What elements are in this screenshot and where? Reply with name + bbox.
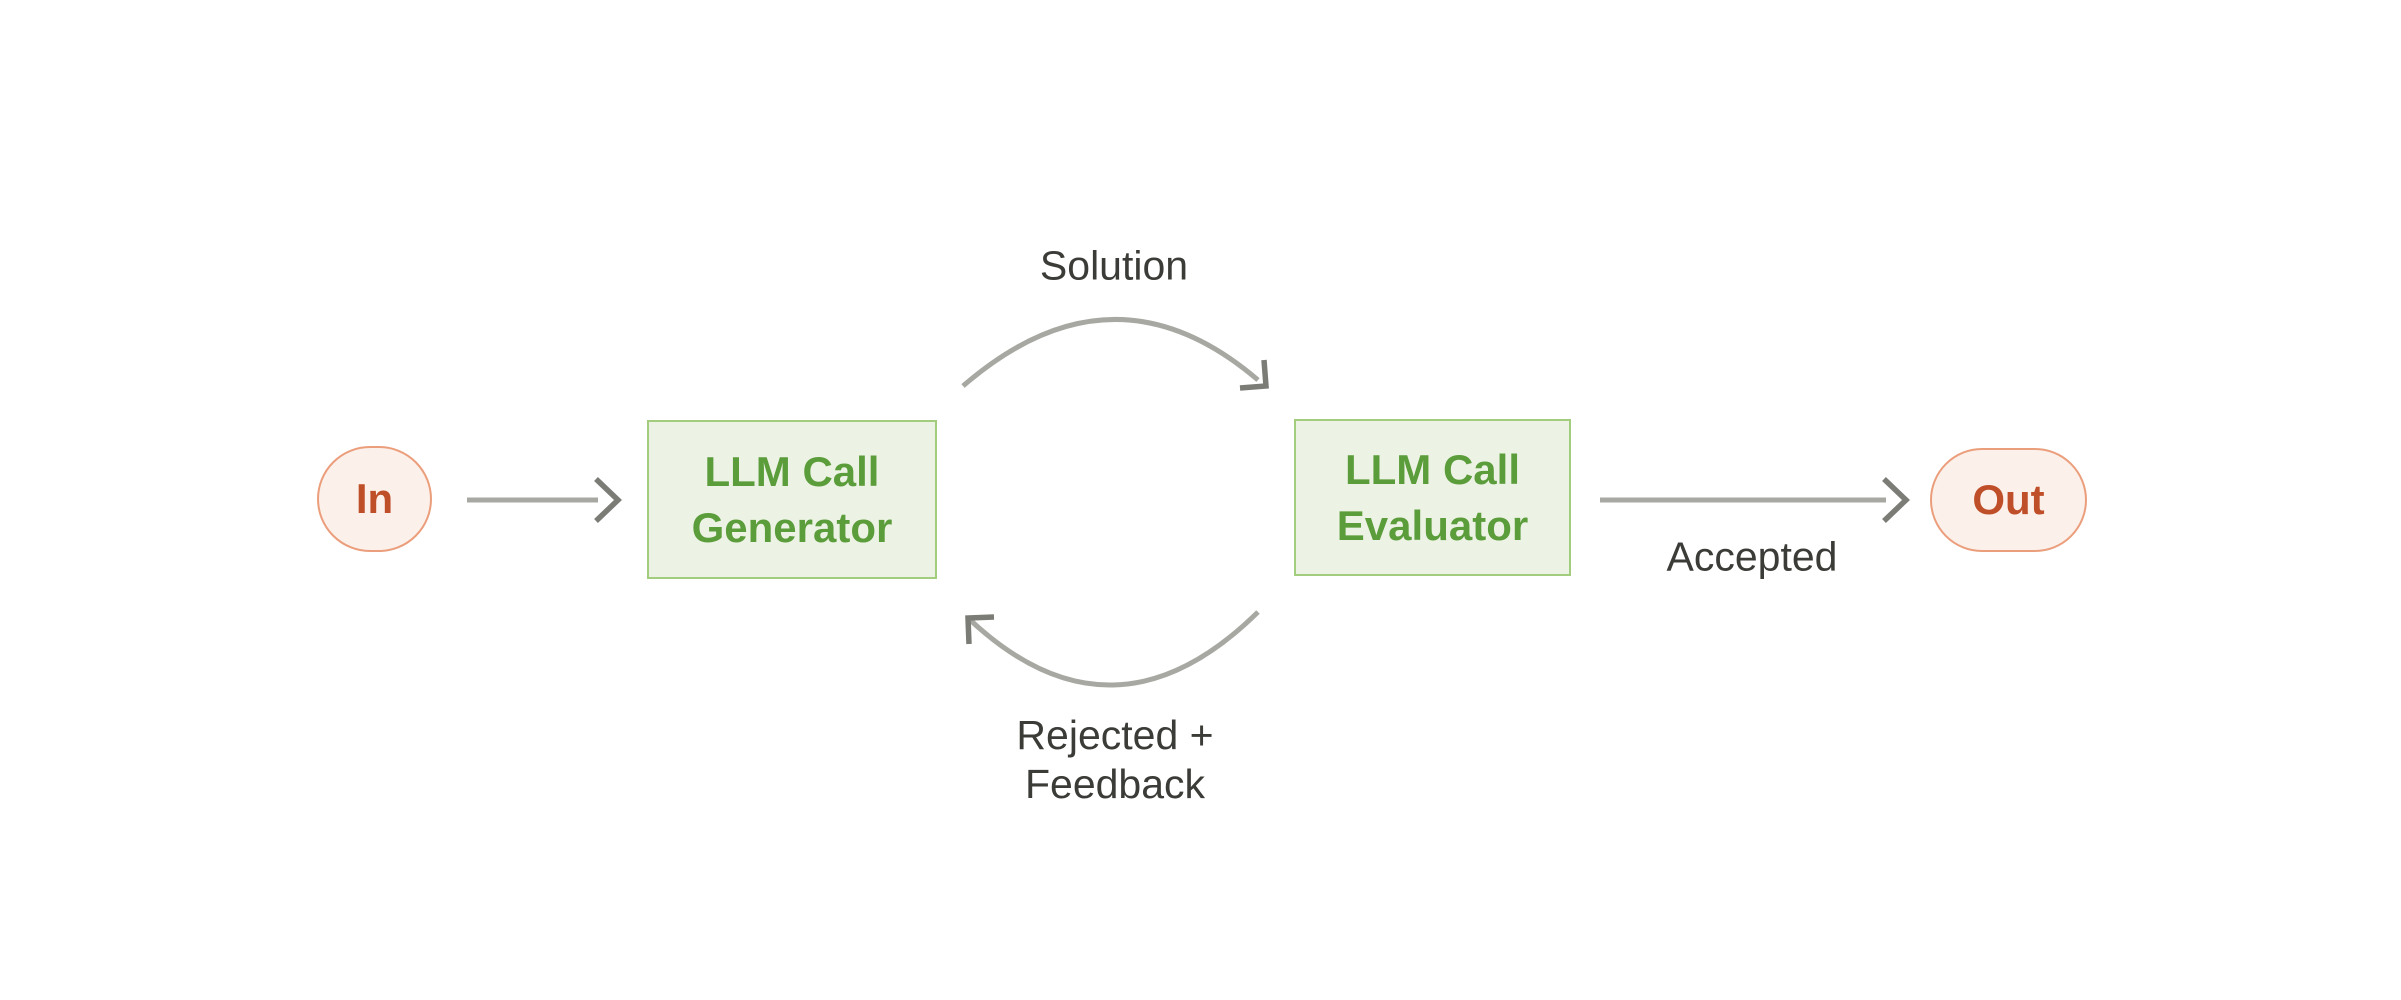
arrow-shaft	[966, 610, 1260, 688]
evaluator-node: LLM Call Evaluator	[1294, 419, 1571, 576]
edge-generator-to-evaluator-solution	[961, 317, 1269, 391]
rejected-feedback-edge-label: Rejected + Feedback	[1016, 712, 1214, 807]
input-node-label: In	[355, 475, 394, 522]
arrow-shaft	[961, 317, 1260, 388]
input-node: In	[317, 446, 432, 552]
evaluator-node-label: LLM Call Evaluator	[1336, 445, 1529, 549]
output-node-label: Out	[1972, 476, 2045, 523]
arrow-head-icon	[594, 477, 622, 523]
generator-node: LLM Call Generator	[647, 420, 937, 579]
output-node: Out	[1930, 448, 2087, 552]
edge-evaluator-to-output	[1600, 477, 1910, 523]
edge-input-to-generator	[467, 477, 622, 523]
generator-node-label: LLM Call Generator	[691, 447, 893, 551]
arrow-head-icon	[1882, 477, 1910, 523]
edge-evaluator-to-generator-rejected	[965, 610, 1260, 688]
solution-edge-label: Solution	[1039, 242, 1189, 289]
arrow-head-icon	[965, 614, 995, 645]
accepted-edge-label: Accepted	[1666, 533, 1838, 580]
arrow-head-icon	[1239, 359, 1269, 391]
